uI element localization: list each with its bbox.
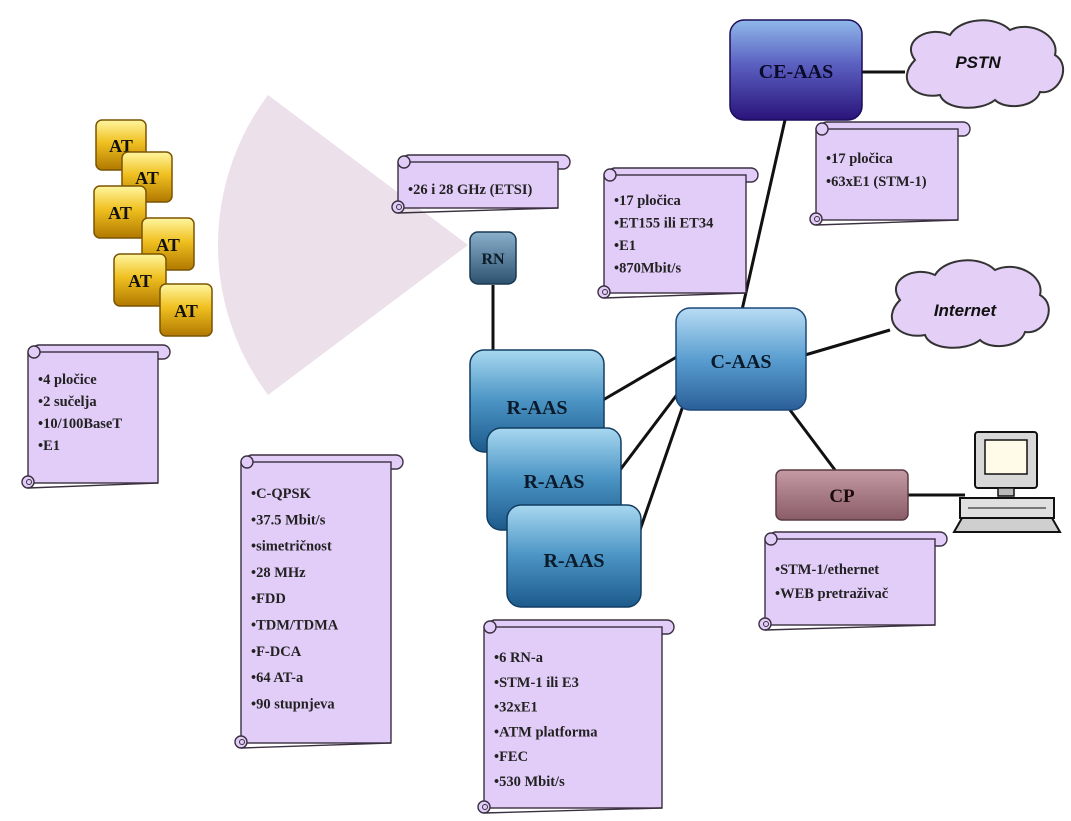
ce-aas-label: CE-AAS — [759, 61, 833, 83]
scroll-note-radio-line: •C-QPSK — [251, 486, 312, 502]
scroll-note-at-line: •10/100BaseT — [38, 416, 122, 432]
computer-workstation-icon — [952, 431, 1062, 533]
link-caas-ceaas — [740, 119, 787, 311]
svg-text:AT: AT — [135, 168, 159, 188]
links — [491, 70, 965, 531]
scroll-note-ce-aas-line: •63xE1 (STM-1) — [826, 174, 927, 190]
pstn-label: PSTN — [955, 53, 1001, 72]
access-terminal: AT — [159, 283, 213, 337]
scroll-note-radio-line: •FDD — [251, 591, 286, 607]
scroll-note-freq-line: •26 i 28 GHz (ETSI) — [408, 182, 532, 198]
pstn-cloud: PSTN — [905, 19, 1065, 109]
scroll-note-ce-aas: •17 pločica •63xE1 (STM-1) — [809, 121, 971, 226]
scroll-note-c-aas-line: •E1 — [614, 238, 636, 254]
svg-text:AT: AT — [156, 235, 180, 255]
c-aas-label: C-AAS — [710, 351, 771, 373]
scroll-note-r-aas-line: •FEC — [494, 749, 528, 765]
scroll-note-cp-line: •STM-1/ethernet — [775, 562, 879, 578]
scroll-note-at: •4 pločice •2 sučelja •10/100BaseT •E1 — [21, 344, 171, 489]
rn-node: RN — [469, 231, 517, 285]
scroll-note-radio: •C-QPSK •37.5 Mbit/s •simetričnost •28 MHz •… — [234, 454, 404, 749]
scroll-note-r-aas-line: •6 RN-a — [494, 650, 544, 666]
scroll-note-r-aas: •6 RN-a •STM-1 ili E3 •32xE1 •ATM platforma… — [477, 619, 675, 814]
scroll-note-cp-line: •WEB pretraživač — [775, 586, 889, 602]
scroll-note-ce-aas-line: •17 pločica — [826, 151, 893, 167]
svg-text:R-AAS: R-AAS — [523, 471, 584, 493]
scroll-note-radio-line: •F-DCA — [251, 644, 302, 660]
scroll-note-radio-line: •TDM/TDMA — [251, 618, 339, 634]
scroll-notes: •4 pločice •2 sučelja •10/100BaseT •E1 •C-QP… — [21, 121, 971, 814]
scroll-note-radio-line: •64 AT-a — [251, 670, 304, 686]
access-terminal: AT — [93, 185, 147, 239]
scroll-note-freq: •26 i 28 GHz (ETSI) — [391, 154, 571, 214]
svg-text:AT: AT — [174, 301, 198, 321]
cp-label: CP — [829, 486, 855, 507]
ce-aas-node: CE-AAS — [729, 19, 863, 121]
svg-text:AT: AT — [108, 203, 132, 223]
radio-coverage-sector — [217, 95, 468, 395]
link-caas-cp — [788, 409, 837, 471]
scroll-note-radio-line: •simetričnost — [251, 539, 332, 555]
link-caas-internet — [804, 328, 891, 357]
svg-text:R-AAS: R-AAS — [543, 550, 604, 572]
scroll-note-c-aas-line: •17 pločica — [614, 193, 681, 209]
svg-text:AT: AT — [109, 136, 133, 156]
access-terminal-cluster: AT AT AT AT AT AT — [93, 119, 213, 337]
scroll-note-radio-line: •37.5 Mbit/s — [251, 512, 326, 528]
r-aas-node: R-AAS — [506, 504, 642, 608]
scroll-note-c-aas-line: •ET155 ili ET34 — [614, 216, 713, 232]
scroll-note-at-line: •4 pločice — [38, 372, 97, 388]
internet-cloud: Internet — [890, 259, 1050, 349]
scroll-note-c-aas-line: •870Mbit/s — [614, 261, 681, 277]
access-terminal: AT — [113, 253, 167, 307]
internet-label: Internet — [934, 301, 998, 320]
scroll-note-cp: •STM-1/ethernet •WEB pretraživač — [758, 531, 948, 631]
scroll-note-r-aas-line: •ATM platforma — [494, 724, 598, 740]
c-aas-node: C-AAS — [675, 307, 807, 411]
scroll-note-r-aas-line: •STM-1 ili E3 — [494, 675, 579, 691]
scroll-note-at-line: •E1 — [38, 438, 60, 454]
scroll-note-r-aas-line: •32xE1 — [494, 700, 538, 716]
scroll-note-radio-line: •90 stupnjeva — [251, 696, 335, 712]
svg-text:R-AAS: R-AAS — [506, 397, 567, 419]
link-raas1-caas — [602, 353, 681, 402]
scroll-note-r-aas-line: •530 Mbit/s — [494, 774, 565, 790]
scroll-note-c-aas: •17 pločica •ET155 ili ET34 •E1 •870Mbit/s — [597, 167, 759, 299]
scroll-note-at-line: •2 sučelja — [38, 394, 97, 410]
link-raas3-caas — [638, 399, 687, 531]
cp-node: CP — [775, 469, 909, 521]
rn-label: RN — [481, 251, 505, 268]
scroll-note-radio-line: •28 MHz — [251, 565, 306, 581]
svg-text:AT: AT — [128, 271, 152, 291]
link-raas2-caas — [618, 387, 684, 471]
